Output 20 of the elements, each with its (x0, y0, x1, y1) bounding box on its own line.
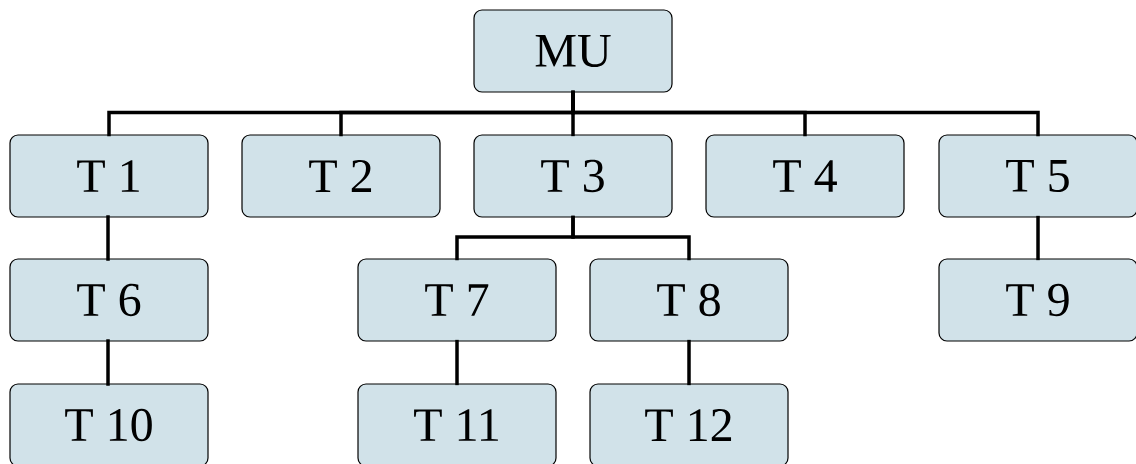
tree-box: T 6 (9, 258, 209, 342)
connector-line (106, 215, 110, 261)
connector-line (1036, 215, 1040, 261)
connector-line (571, 215, 691, 261)
tree-box: MU (473, 9, 673, 93)
connector-line (455, 339, 459, 386)
tree-box: T 3 (473, 134, 673, 218)
tree-box: T 5 (938, 134, 1136, 218)
tree-box: T 2 (241, 134, 441, 218)
tree-box: T 1 (9, 134, 209, 218)
connector-line (571, 90, 1040, 137)
connector-line (106, 339, 110, 386)
tree-box: T 7 (357, 258, 557, 342)
connector-line (687, 339, 691, 386)
tree-box: T 9 (938, 258, 1136, 342)
tree-box: T 4 (705, 134, 905, 218)
tree-box: T 11 (357, 383, 557, 464)
tree-box: T 8 (589, 258, 789, 342)
tree-box: T 12 (589, 383, 789, 464)
tree-box: T 10 (9, 383, 209, 464)
